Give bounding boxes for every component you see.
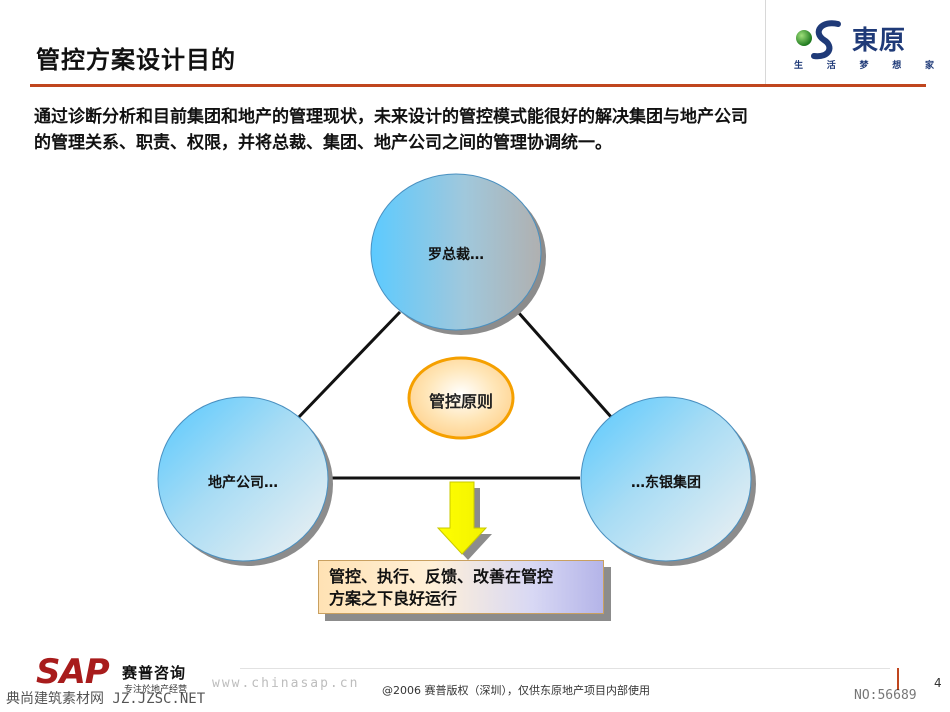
intro-paragraph: 通过诊断分析和目前集团和地产的管理现状，未来设计的管控模式能很好的解决集团与地产… bbox=[34, 104, 934, 156]
edge-top-right bbox=[516, 311, 614, 419]
header-divider bbox=[765, 0, 766, 86]
watermark-left: 典尚建筑素材网 JZ.JZSC.NET bbox=[6, 691, 206, 707]
edge-top-left bbox=[296, 310, 402, 420]
result-line-2: 方案之下良好运行 bbox=[329, 589, 458, 608]
slogan-char: 家 bbox=[924, 61, 934, 71]
footer-tick bbox=[897, 668, 899, 690]
node-real-estate bbox=[157, 396, 329, 562]
dongyuan-logo bbox=[796, 20, 841, 60]
slogan-char: 生 bbox=[794, 61, 804, 71]
slogan-char: 梦 bbox=[859, 61, 869, 71]
logo-slogan: 生 活 梦 想 家 bbox=[794, 58, 934, 71]
logo-wordmark: 東原 bbox=[852, 26, 907, 56]
node-group bbox=[580, 396, 752, 562]
sap-company-name: 赛普咨询 bbox=[122, 664, 187, 682]
node-group-label: …东银集团 bbox=[631, 475, 701, 491]
footer-copyright: @2006 赛普版权（深圳），仅供东原地产项目内部使用 bbox=[382, 684, 650, 697]
center-principle-label: 管控原则 bbox=[428, 392, 493, 411]
watermark-right: NO:56689 bbox=[854, 688, 917, 703]
page-title: 管控方案设计目的 bbox=[36, 46, 236, 74]
intro-line-1: 通过诊断分析和目前集团和地产的管理现状，未来设计的管控模式能很好的解决集团与地产… bbox=[34, 107, 748, 127]
node-president-label: 罗总裁… bbox=[428, 247, 484, 263]
slogan-char: 活 bbox=[826, 61, 836, 71]
down-arrow-icon bbox=[436, 481, 488, 555]
intro-line-2: 的管理关系、职责、权限，并将总裁、集团、地产公司之间的管理协调统一。 bbox=[34, 133, 612, 153]
result-line-1: 管控、执行、反馈、改善在管控 bbox=[329, 567, 554, 586]
page-number: 4 bbox=[934, 676, 942, 690]
center-principle bbox=[407, 356, 515, 440]
footer-website: www.chinasap.cn bbox=[212, 676, 360, 691]
slogan-char: 想 bbox=[892, 61, 902, 71]
node-president bbox=[370, 173, 542, 331]
result-box: 管控、执行、反馈、改善在管控 方案之下良好运行 bbox=[318, 560, 604, 614]
title-rule bbox=[30, 84, 926, 87]
footer-rule bbox=[240, 668, 890, 669]
logo-swoosh-icon bbox=[811, 20, 841, 60]
sap-logo: SAP bbox=[36, 652, 110, 692]
logo-ball-icon bbox=[796, 30, 812, 46]
node-real-estate-label: 地产公司… bbox=[208, 475, 278, 491]
sap-tagline: 专注於地产经营 bbox=[124, 685, 188, 695]
